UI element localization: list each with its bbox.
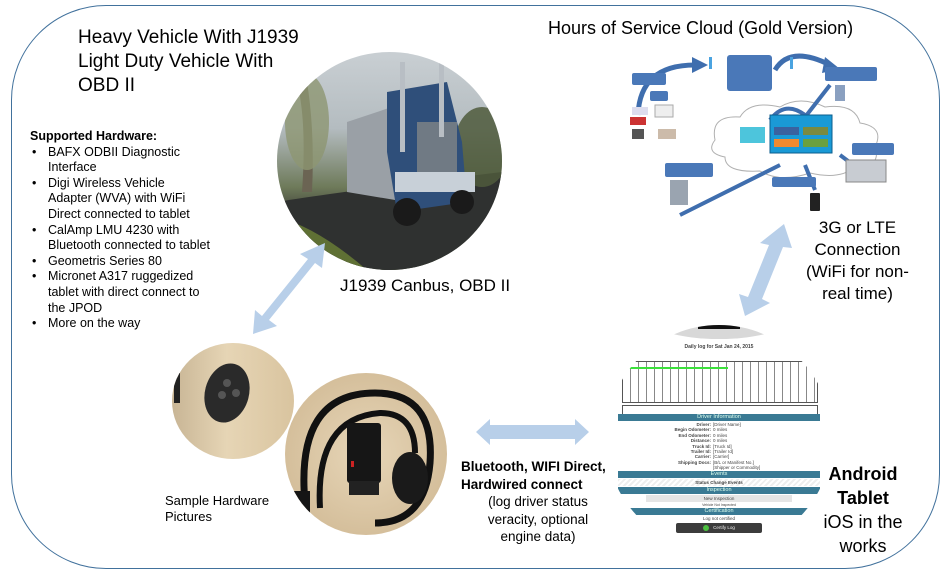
field-value: 0 miles bbox=[713, 432, 728, 438]
diagram-frame bbox=[11, 5, 940, 569]
field-label: Carrier: bbox=[694, 454, 711, 460]
connector-illustration bbox=[174, 363, 250, 423]
connection-detail-line: veracity, optional bbox=[487, 511, 589, 527]
vehicle-title: Heavy Vehicle With J1939 Light Duty Vehi… bbox=[78, 26, 299, 98]
hardware-list: BAFX ODBII Diagnostic Interface Digi Wir… bbox=[30, 145, 210, 332]
lte-caption-line: real time) bbox=[822, 284, 893, 303]
lte-caption: 3G or LTE Connection (WiFi for non- real… bbox=[790, 217, 925, 305]
section-events: Events bbox=[618, 471, 820, 478]
field-value: [Shipper or Commodity] bbox=[713, 465, 761, 471]
status-change-events: Status Change Events bbox=[618, 479, 820, 486]
j1939-connector-photo bbox=[172, 343, 294, 459]
field-value: [Trailer Id] bbox=[713, 449, 734, 455]
cloud-architecture bbox=[620, 45, 910, 220]
section-inspection: Inspection bbox=[618, 487, 820, 494]
cloud-architecture-graphic bbox=[630, 53, 894, 217]
connection-detail-line: engine data) bbox=[500, 529, 576, 544]
field-value: [B/L or Manifest No.] bbox=[713, 459, 754, 465]
field-label: Distance: bbox=[690, 438, 711, 444]
field-label: Driver: bbox=[696, 422, 711, 427]
supported-hardware-heading: Supported Hardware: bbox=[30, 129, 158, 143]
truck-photo bbox=[277, 52, 502, 270]
field-label: End Odometer: bbox=[678, 432, 711, 438]
tablet-screen: Daily log for Sat Jan 24, 2015 Driver In… bbox=[606, 325, 832, 551]
lte-caption-line: Connection bbox=[814, 240, 901, 259]
connection-caption: Bluetooth, WIFI Direct, Hardwired connec… bbox=[455, 458, 621, 546]
vehicle-not-inspected: Vehicle Not Inspected bbox=[702, 503, 736, 507]
field-label: Begin Odometer: bbox=[674, 427, 711, 433]
hardware-item: BAFX ODBII Diagnostic Interface bbox=[30, 145, 210, 176]
vehicle-title-line-1: Heavy Vehicle With J1939 bbox=[78, 27, 299, 48]
field-value: 0 miles bbox=[713, 438, 728, 444]
obd-cable-photo bbox=[285, 373, 447, 535]
field-value: [Carrier] bbox=[713, 454, 730, 460]
hardware-item: More on the way bbox=[30, 316, 210, 332]
section-certification: Certification bbox=[630, 508, 808, 515]
vehicle-title-line-3: OBD II bbox=[78, 75, 136, 96]
platform-ios-line: works bbox=[839, 536, 887, 556]
cloud-title: Hours of Service Cloud (Gold Version) bbox=[548, 18, 854, 38]
new-inspection-button[interactable]: New Inspection bbox=[646, 495, 792, 502]
truck-caption: J1939 Canbus, OBD II bbox=[340, 276, 511, 295]
truck-illustration bbox=[277, 57, 502, 270]
certify-log-label: Certify Log bbox=[713, 525, 735, 530]
duty-status-line bbox=[628, 367, 728, 369]
driver-fields: Driver:[Driver Name] Begin Odometer:0 mi… bbox=[606, 422, 832, 471]
log-title: Daily log for Sat Jan 24, 2015 bbox=[684, 344, 754, 350]
lte-caption-line: 3G or LTE bbox=[818, 218, 897, 237]
section-driver-information: Driver Information bbox=[618, 414, 820, 421]
field-value: [Driver Name] bbox=[713, 422, 741, 427]
lte-caption-line: (WiFi for non- bbox=[806, 262, 909, 281]
hardware-item: Geometris Series 80 bbox=[30, 254, 210, 270]
vehicle-title-line-2: Light Duty Vehicle With bbox=[78, 51, 274, 72]
field-label: Shipping Docs: bbox=[678, 459, 711, 465]
field-value: 0 miles bbox=[713, 427, 728, 433]
obd-cable-illustration bbox=[290, 389, 434, 527]
hardware-item: Micronet A317 ruggedized tablet with dir… bbox=[30, 269, 210, 316]
check-icon bbox=[703, 524, 710, 531]
platform-android-line: Tablet bbox=[837, 488, 889, 508]
hardware-item: CalAmp LMU 4230 with Bluetooth connected… bbox=[30, 223, 210, 254]
field-label: Trailer Id: bbox=[690, 449, 711, 455]
platform-android-line: Android bbox=[828, 464, 898, 484]
certify-log-button[interactable]: Certify Log bbox=[676, 523, 762, 533]
platform-caption: Android Tablet iOS in the works bbox=[808, 462, 918, 558]
log-not-certified: Log not certified bbox=[702, 516, 736, 521]
supported-hardware: Supported Hardware: BAFX ODBII Diagnosti… bbox=[30, 129, 210, 332]
field-label: Truck Id: bbox=[692, 443, 711, 449]
connection-type-line: Bluetooth, WIFI Direct, bbox=[461, 459, 606, 474]
connection-detail-line: (log driver status bbox=[488, 494, 588, 509]
sample-hardware-caption: Sample Hardware Pictures bbox=[165, 493, 269, 525]
hardware-item: Digi Wireless Vehicle Adapter (WVA) with… bbox=[30, 176, 210, 223]
sample-caption-line: Pictures bbox=[165, 509, 212, 524]
sample-caption-line: Sample Hardware bbox=[165, 493, 270, 508]
connection-type-line: Hardwired connect bbox=[461, 476, 583, 492]
field-value: [Truck Id] bbox=[713, 443, 732, 449]
platform-ios-line: iOS in the bbox=[823, 512, 903, 532]
